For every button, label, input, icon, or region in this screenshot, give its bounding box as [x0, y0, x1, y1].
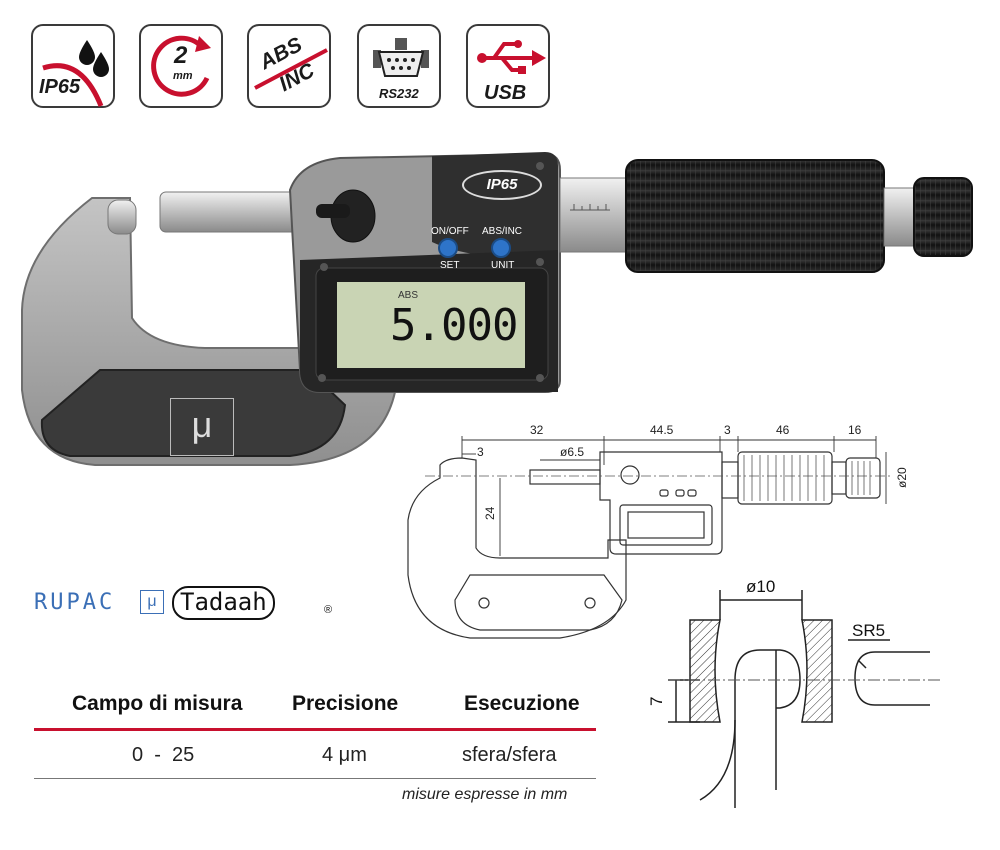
- header-precisione: Precisione: [292, 692, 399, 715]
- dim-3-left: 3: [477, 445, 484, 459]
- abs-inc-divider: [254, 48, 328, 90]
- lcd-mode-indicator: ABS: [398, 290, 419, 301]
- dim-3-mid: 3: [724, 423, 731, 437]
- dim-7: 7: [647, 697, 666, 706]
- header-campo-di-misura: Campo di misura: [72, 692, 243, 715]
- usb-label: USB: [484, 82, 527, 104]
- rupac-mu-icon: μ: [140, 590, 164, 614]
- rupac-logo: RUPAC: [34, 590, 116, 615]
- registered-mark: ®: [324, 604, 333, 616]
- housing-ip65-badge: IP65: [462, 170, 542, 200]
- dim-phi-20: ø20: [895, 467, 909, 488]
- tadaah-logo: Tadaah: [172, 586, 275, 620]
- lcd-screen: [337, 282, 525, 368]
- value-campo: 0 - 25: [132, 744, 195, 766]
- on-off-button[interactable]: [438, 238, 458, 258]
- frame-grip: [40, 369, 347, 457]
- rotation-unit: mm: [173, 70, 193, 82]
- rotation-badge: 2 mm: [139, 24, 223, 108]
- rs232-label: RS232: [379, 86, 419, 101]
- dim-16: 16: [848, 423, 862, 437]
- abs-inc-button-label: ABS/INC: [482, 226, 523, 237]
- table-bottom-rule: [34, 778, 596, 779]
- lcd-reading: 5.000: [390, 300, 518, 351]
- ip65-label: IP65: [39, 76, 81, 98]
- value-esecuzione: sfera/sfera: [462, 744, 557, 766]
- rotation-arrow-icon: [151, 35, 211, 97]
- dim-phi-6-5: ø6.5: [560, 445, 584, 459]
- water-drops-icon: [42, 40, 109, 107]
- dim-phi-10: ø10: [746, 577, 775, 596]
- micrometer-anvil: [107, 199, 137, 235]
- ip65-badge: IP65: [31, 24, 115, 108]
- dim-46: 46: [776, 423, 790, 437]
- abs-inc-button[interactable]: [491, 238, 511, 258]
- rs232-badge: RS232: [357, 24, 441, 108]
- dim-44-5: 44.5: [650, 423, 674, 437]
- value-precisione: 4 μm: [322, 744, 367, 766]
- dim-32: 32: [530, 423, 544, 437]
- serial-port-icon: [373, 38, 429, 77]
- table-header-rule: [34, 728, 596, 731]
- dim-24: 24: [483, 506, 497, 520]
- abs-inc-badge: ABS INC: [247, 24, 331, 108]
- usb-icon: [477, 40, 546, 74]
- frame-logo: μ: [170, 398, 234, 456]
- on-off-label: ON/OFF: [431, 226, 469, 237]
- header-esecuzione: Esecuzione: [464, 692, 580, 715]
- ratchet-knob[interactable]: [913, 177, 973, 257]
- units-note: misure espresse in mm: [402, 786, 568, 803]
- dim-sr5: SR5: [852, 621, 885, 640]
- unit-label: UNIT: [491, 260, 515, 271]
- rotation-value: 2: [174, 42, 188, 69]
- set-label: SET: [440, 260, 460, 271]
- usb-badge: USB: [466, 24, 550, 108]
